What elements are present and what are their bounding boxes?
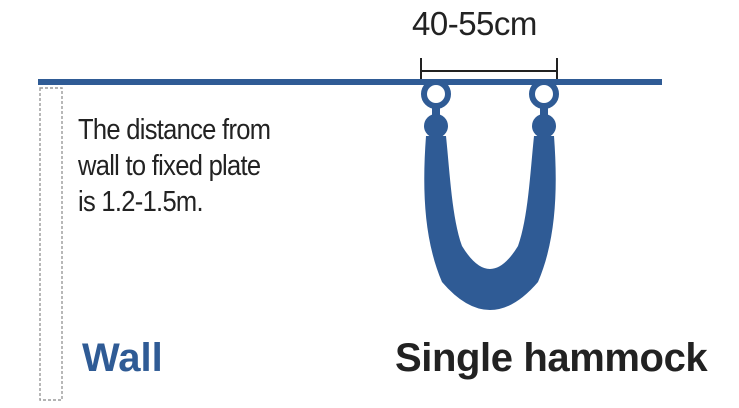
wall-outline	[39, 87, 63, 401]
dimension-label: 40-55cm	[412, 5, 537, 42]
knob-right	[532, 114, 556, 138]
wall-note-line-2: wall to fixed plate	[78, 150, 261, 182]
wall-distance-note: The distance from wall to fixed plate is…	[78, 112, 307, 220]
ring-icon-right	[529, 79, 559, 109]
wall-note-line-3: is 1.2-1.5m.	[78, 186, 204, 218]
connector-left	[432, 104, 440, 118]
ceiling-bar	[38, 79, 662, 85]
wall-note-line-1: The distance from	[78, 114, 271, 146]
knob-left	[424, 114, 448, 138]
hammock-label: Single hammock	[395, 336, 708, 380]
hammock-fabric	[424, 136, 556, 310]
connector-right	[540, 104, 548, 118]
ring-icon-left	[421, 79, 451, 109]
wall-label: Wall	[82, 336, 163, 380]
hammock-icon	[421, 79, 559, 310]
